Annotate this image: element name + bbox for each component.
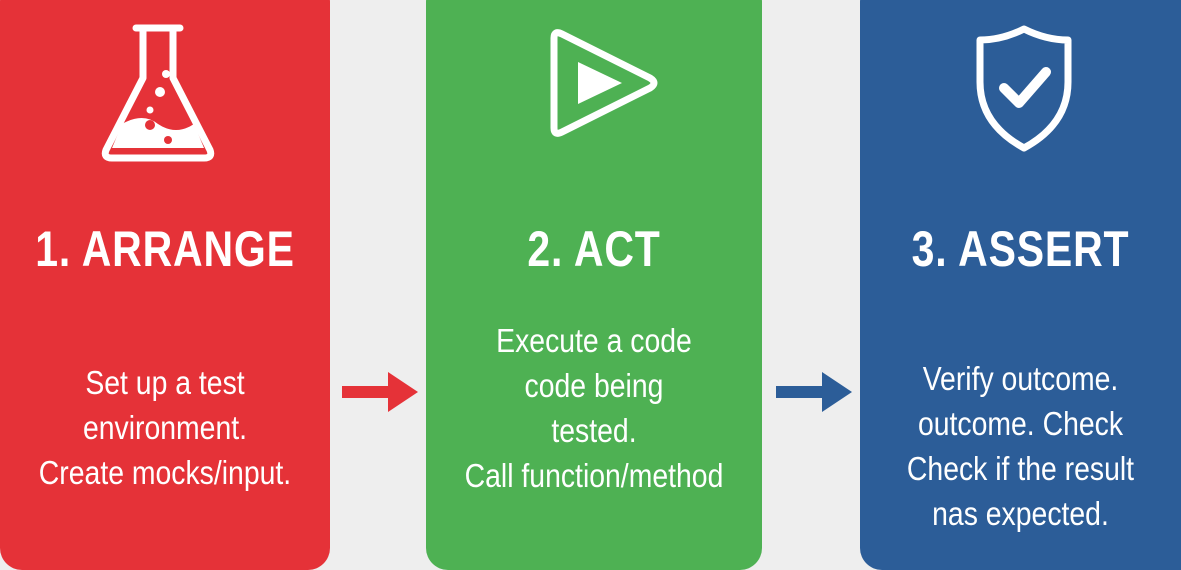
description-line: Check if the result: [906, 450, 1135, 487]
shield-check-icon: [976, 25, 1072, 152]
step-title: 3. ASSERT: [911, 221, 1130, 277]
description-line: nas expected.: [932, 495, 1109, 532]
step-title: 2. ACT: [527, 221, 661, 277]
description-line: tested.: [551, 412, 637, 449]
step-description: Execute a code code being tested. Call f…: [450, 318, 739, 498]
step-arrange-panel: 1. ARRANGE Set up a test environment. Cr…: [0, 0, 330, 570]
arrow-right-icon: [342, 372, 418, 412]
step-title: 1. ARRANGE: [35, 221, 295, 277]
flask-icon: [101, 24, 215, 162]
description-line: Set up a test: [85, 364, 245, 401]
play-icon: [550, 29, 658, 137]
description-line: Call function/method: [464, 457, 724, 494]
description-line: code being: [524, 367, 664, 404]
description-line: Execute a code: [496, 322, 692, 359]
step-assert-panel: 3. ASSERT Verify outcome. outcome. Check…: [860, 0, 1181, 570]
step-act-panel: 2. ACT Execute a code code being tested.…: [426, 0, 762, 570]
description-line: outcome. Check: [917, 405, 1124, 442]
step-description: Verify outcome. outcome. Check Check if …: [882, 356, 1158, 536]
step-description: Set up a test environment. Create mocks/…: [23, 360, 307, 495]
arrow-right-icon: [776, 372, 852, 412]
description-line: Create mocks/input.: [38, 454, 292, 491]
description-line: environment.: [82, 409, 248, 446]
description-line: Verify outcome.: [922, 360, 1119, 397]
